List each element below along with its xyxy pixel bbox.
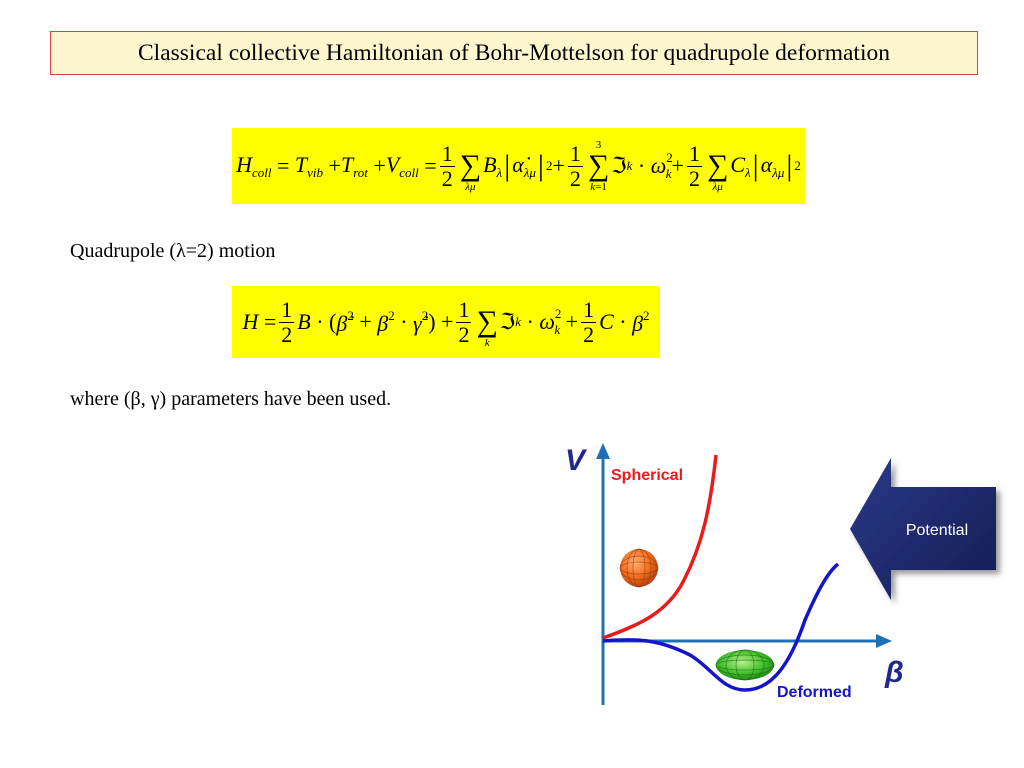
potential-arrow-label: Potential bbox=[906, 522, 968, 539]
spherical-nucleus-icon bbox=[619, 548, 659, 588]
page-title: Classical collective Hamiltonian of Bohr… bbox=[138, 39, 890, 66]
spherical-curve bbox=[602, 454, 718, 640]
deformed-curve bbox=[602, 562, 840, 692]
potential-arrow bbox=[850, 458, 996, 600]
x-axis-arrowhead bbox=[876, 634, 892, 648]
parameters-text: where (β, γ) parameters have been used. bbox=[70, 388, 392, 410]
y-axis-arrowhead bbox=[596, 443, 610, 459]
deformed-nucleus-icon bbox=[715, 649, 775, 681]
spherical-label: Spherical bbox=[611, 467, 683, 484]
quadrupole-motion-text: Quadrupole (λ=2) motion bbox=[70, 240, 276, 262]
y-axis-label: V bbox=[565, 444, 588, 477]
x-axis-label: β bbox=[884, 656, 904, 689]
title-box: Classical collective Hamiltonian of Bohr… bbox=[50, 31, 978, 75]
deformed-label: Deformed bbox=[777, 684, 852, 701]
